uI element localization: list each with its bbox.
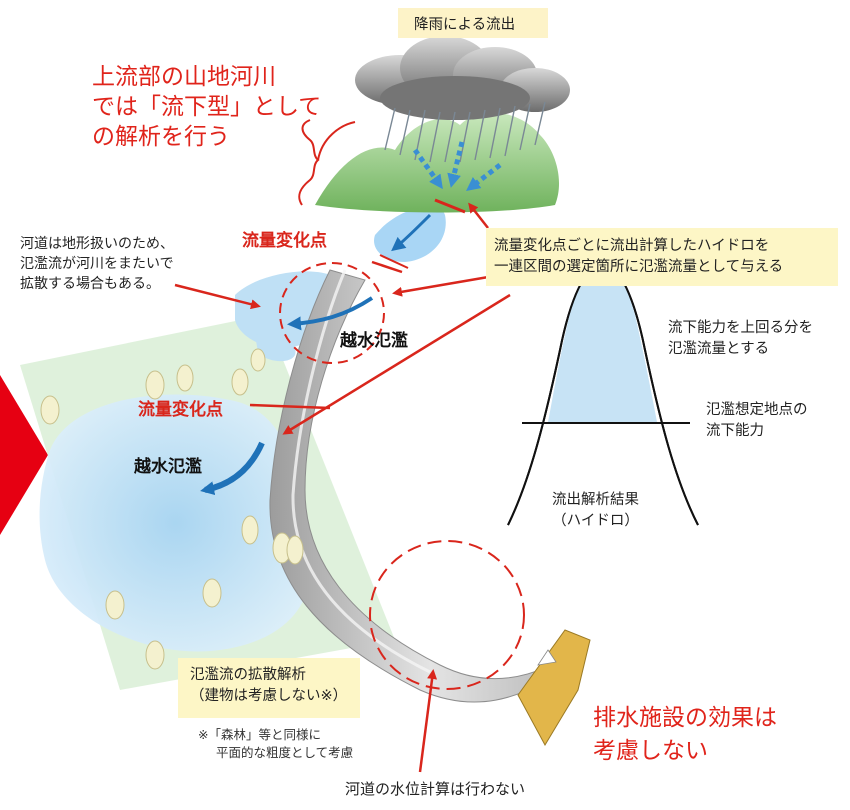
diffusion-note-box bbox=[178, 658, 360, 718]
capacity-point-line-2: 流下能力 bbox=[706, 423, 764, 439]
flood-spread-area bbox=[39, 394, 312, 652]
channel-note-line-1: 河道は地形扱いのため、 bbox=[20, 236, 174, 252]
hills bbox=[315, 112, 560, 213]
footnote-line-1: ※「森林」等と同様に bbox=[198, 727, 321, 742]
hydro-note-box bbox=[486, 228, 838, 286]
upstream-note-line-2: では「流下型」として bbox=[92, 94, 322, 120]
flow-change-point-upper: 流量変化点 bbox=[242, 231, 327, 251]
rain-cloud bbox=[355, 36, 570, 120]
overtopping-label-lower: 越水氾濫 bbox=[134, 457, 202, 477]
hydro-note: 流量変化点ごとに流出計算したハイドロを 一連区間の選定箇所に氾濫流量として与える bbox=[494, 236, 783, 278]
rain-streaks bbox=[384, 101, 546, 163]
drainage-note-line-1: 排水施設の効果は bbox=[593, 705, 777, 731]
overtopping-label-upper: 越水氾濫 bbox=[340, 331, 408, 351]
capacity-note-line-2: 氾濫流量とする bbox=[668, 341, 770, 357]
capacity-note: 流下能力を上回る分を 氾濫流量とする bbox=[668, 318, 813, 360]
diffusion-note-line-2: （建物は考慮しない※） bbox=[190, 688, 348, 704]
drainage-note-line-2: 考慮しない bbox=[593, 738, 708, 764]
capacity-note-line-1: 流下能力を上回る分を bbox=[668, 320, 813, 336]
rainfall-label-box bbox=[398, 8, 548, 38]
dashed-circle-upper bbox=[279, 262, 385, 364]
hydrograph-line-2: （ハイドロ） bbox=[552, 513, 639, 529]
hydrograph-label: 流出解析結果 （ハイドロ） bbox=[552, 490, 639, 532]
capacity-point-line-1: 氾濫想定地点の bbox=[706, 402, 808, 418]
rainfall-label: 降雨による流出 bbox=[414, 17, 516, 33]
channel-cross-section bbox=[517, 629, 591, 747]
overflow-area bbox=[548, 263, 657, 422]
footnote-line-2: 平面的な粗度として考慮 bbox=[216, 745, 354, 760]
channel-note-line-3: 拡散する場合もある。 bbox=[20, 276, 160, 292]
hydro-note-line-2: 一連区間の選定箇所に氾濫流量として与える bbox=[494, 259, 784, 275]
water-level-note: 河道の水位計算は行わない bbox=[345, 780, 526, 798]
upstream-note-line-1: 上流部の山地河川 bbox=[92, 64, 276, 90]
upstream-note-line-3: の解析を行う bbox=[92, 124, 230, 150]
footnote: ※「森林」等と同様に 平面的な粗度として考慮 bbox=[198, 726, 353, 762]
upstream-note: 上流部の山地河川 では「流下型」として の解析を行う bbox=[92, 62, 321, 152]
diffusion-note: 氾濫流の拡散解析 （建物は考慮しない※） bbox=[190, 665, 347, 707]
flow-change-point-lower: 流量変化点 bbox=[138, 400, 223, 420]
channel-note: 河道は地形扱いのため、 氾濫流が河川をまたいで 拡散する場合もある。 bbox=[20, 234, 174, 294]
dashed-circle-lower bbox=[369, 540, 525, 690]
diffusion-note-line-1: 氾濫流の拡散解析 bbox=[190, 667, 306, 683]
hydro-note-line-1: 流量変化点ごとに流出計算したハイドロを bbox=[494, 238, 770, 254]
capacity-point-label: 氾濫想定地点の 流下能力 bbox=[706, 400, 808, 442]
channel-note-line-2: 氾濫流が河川をまたいで bbox=[20, 256, 174, 272]
flood-spread-upper-2 bbox=[255, 333, 296, 362]
red-pointer-arrow bbox=[0, 375, 48, 535]
hydrograph-line-1: 流出解析結果 bbox=[552, 492, 639, 508]
drainage-note: 排水施設の効果は 考慮しない bbox=[593, 702, 777, 768]
